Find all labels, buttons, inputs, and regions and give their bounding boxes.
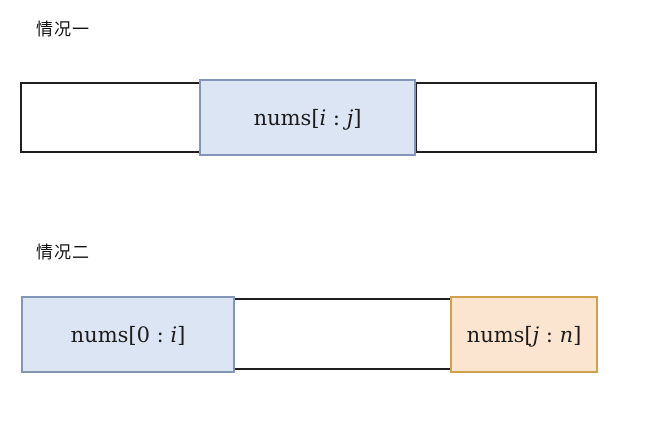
case1-label: 情况一: [36, 20, 90, 39]
math-var-i: i: [170, 322, 178, 347]
math-var-i: i: [319, 105, 327, 130]
case2-prefix-label: nums[0 : i]: [71, 323, 186, 347]
case2-label: 情况二: [36, 243, 90, 262]
case2-suffix-segment: nums[j : n]: [450, 296, 598, 373]
math-colon: :: [326, 105, 347, 130]
case1-subarray-segment: nums[i : j]: [199, 79, 416, 156]
math-var-n: n: [559, 322, 574, 347]
math-close-bracket: ]: [177, 322, 186, 347]
case2-empty-middle-segment: [233, 298, 452, 370]
case1-subarray-label: nums[i : j]: [254, 106, 362, 130]
math-zero: 0: [136, 322, 150, 347]
case1-empty-right-segment: [415, 82, 597, 153]
math-colon: :: [539, 322, 560, 347]
math-open-bracket: [: [524, 322, 533, 347]
math-close-bracket: ]: [573, 322, 582, 347]
case1-empty-left-segment: [20, 82, 201, 153]
case2-prefix-segment: nums[0 : i]: [21, 296, 235, 373]
math-open-bracket: [: [311, 105, 320, 130]
math-var-j: j: [532, 322, 540, 347]
case2-suffix-label: nums[j : n]: [467, 323, 582, 347]
math-colon: :: [149, 322, 171, 347]
math-name: nums: [70, 322, 129, 347]
math-name: nums: [466, 322, 525, 347]
math-open-bracket: [: [128, 322, 137, 347]
math-name: nums: [253, 105, 312, 130]
math-var-j: j: [346, 105, 354, 130]
math-close-bracket: ]: [353, 105, 362, 130]
